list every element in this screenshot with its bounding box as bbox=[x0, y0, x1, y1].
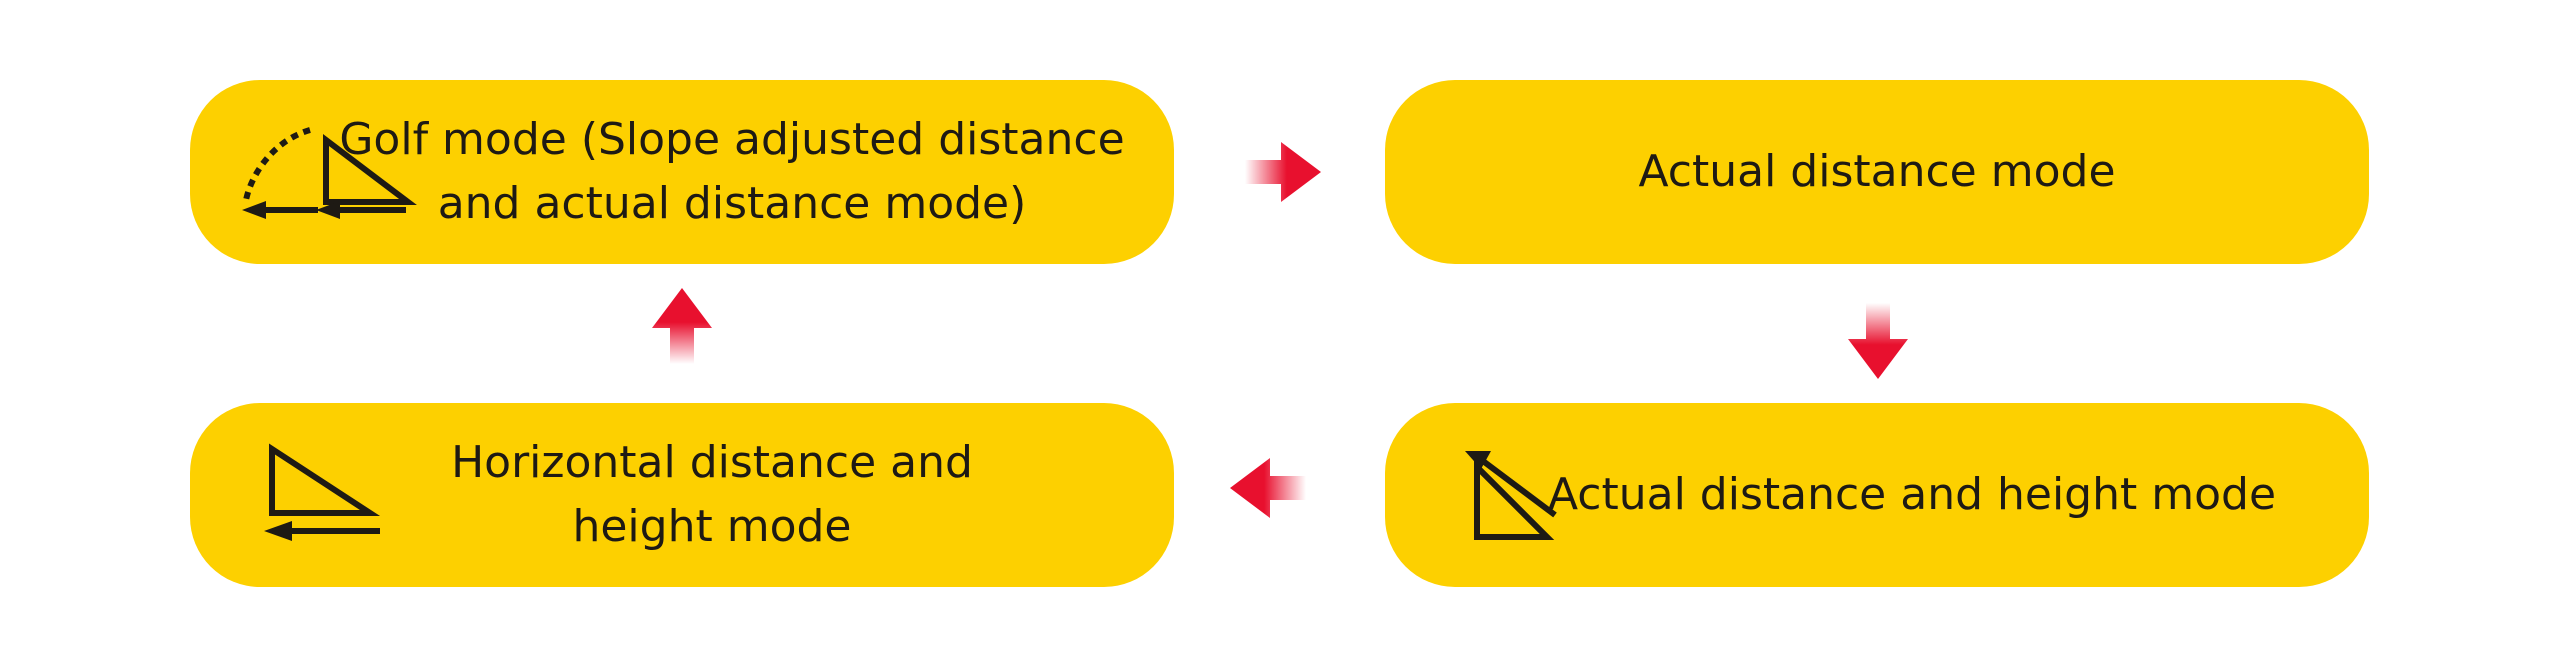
arrow-up-icon bbox=[652, 288, 712, 368]
node-horizontal-distance-height-mode: Horizontal distance and height mode bbox=[190, 403, 1174, 587]
node-label: Golf mode (Slope adjusted distance and a… bbox=[339, 114, 1125, 229]
arrow-right-icon bbox=[1245, 142, 1321, 206]
triangle-horizontal-arrow-icon bbox=[250, 439, 390, 553]
arrow-down-icon bbox=[1848, 303, 1908, 383]
slope-triangle-curve-icon bbox=[220, 120, 420, 224]
slope-triangle-arrow-icon bbox=[1425, 443, 1565, 557]
node-actual-distance-mode: Actual distance mode bbox=[1385, 80, 2369, 264]
node-actual-distance-height-mode: Actual distance and height mode bbox=[1385, 403, 2369, 587]
node-label: Horizontal distance and height mode bbox=[451, 437, 973, 552]
node-label: Actual distance and height mode bbox=[1547, 469, 2277, 520]
arrow-left-icon bbox=[1230, 458, 1306, 522]
node-label: Actual distance mode bbox=[1638, 146, 2116, 197]
node-golf-mode: Golf mode (Slope adjusted distance and a… bbox=[190, 80, 1174, 264]
